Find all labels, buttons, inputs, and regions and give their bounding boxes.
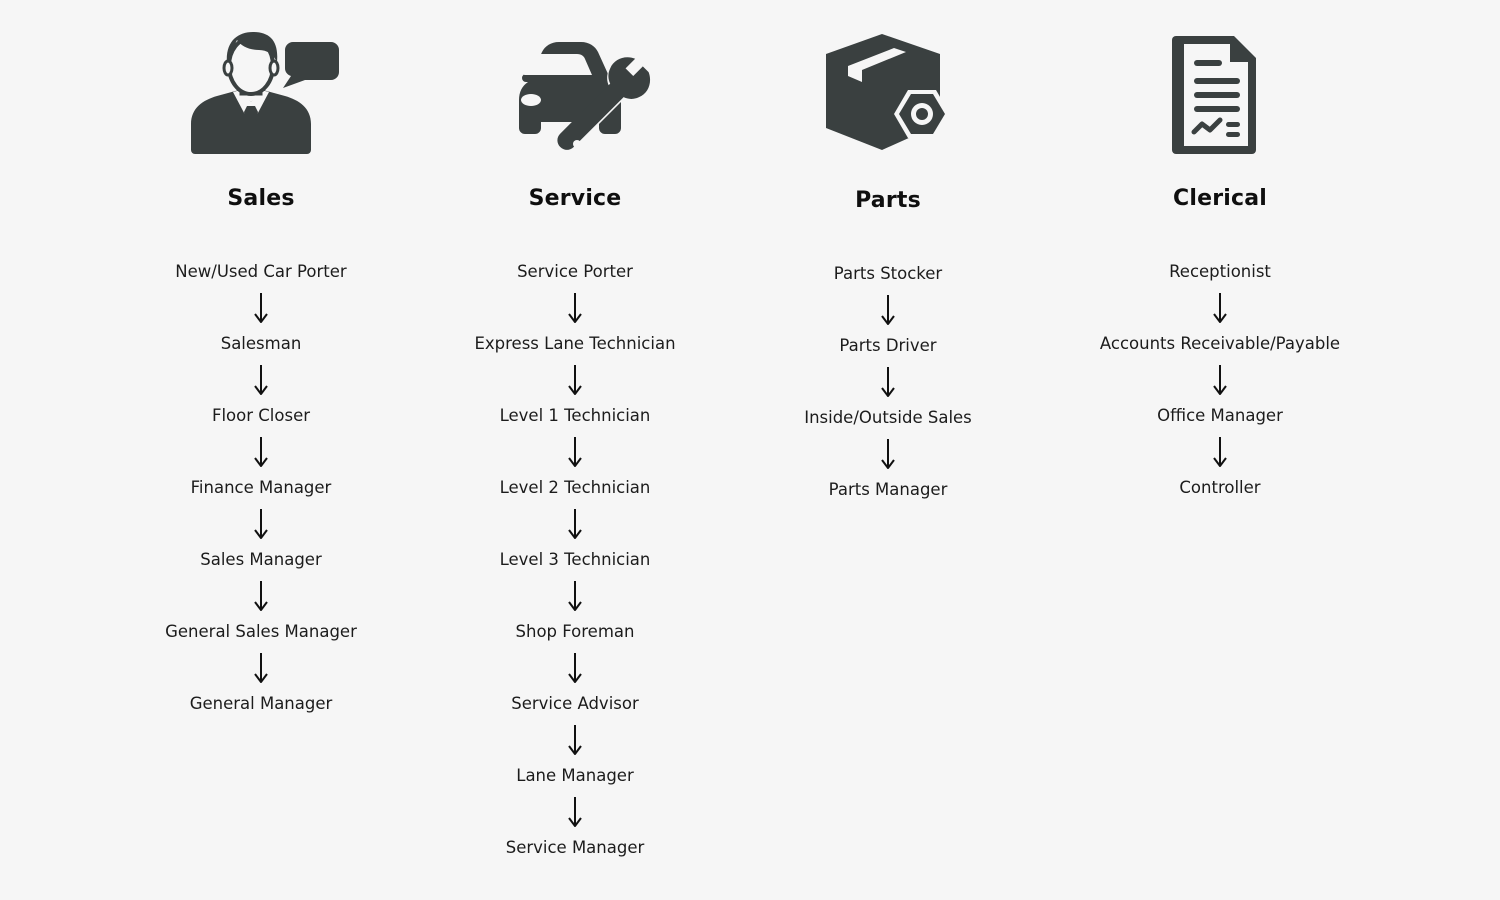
step-item: Level 3 Technician — [499, 550, 651, 569]
step-item: General Sales Manager — [165, 622, 357, 641]
step-item: Receptionist — [1169, 262, 1271, 281]
down-arrow-icon — [738, 286, 1038, 334]
down-arrow-icon — [425, 644, 725, 692]
column-title-parts: Parts — [855, 188, 921, 213]
down-arrow-icon — [425, 356, 725, 404]
down-arrow-icon — [425, 572, 725, 620]
step-item: Parts Stocker — [833, 264, 943, 283]
step-item: General Manager — [189, 694, 333, 713]
column-title-sales: Sales — [227, 186, 295, 211]
down-arrow-icon — [111, 428, 411, 476]
step-item: Floor Closer — [211, 406, 311, 425]
car-wrench-icon — [495, 28, 655, 160]
down-arrow-icon — [425, 788, 725, 836]
step-item: Service Porter — [517, 262, 633, 281]
step-item: Parts Driver — [839, 336, 937, 355]
parts-box-icon — [808, 28, 968, 160]
step-item: Service Advisor — [511, 694, 639, 713]
salesperson-icon — [181, 28, 341, 160]
down-arrow-icon — [1070, 428, 1370, 476]
column-title-service: Service — [528, 186, 622, 211]
down-arrow-icon — [738, 430, 1038, 478]
step-item: Shop Foreman — [515, 622, 635, 641]
step-item: Service Manager — [505, 838, 645, 857]
step-item: Accounts Receivable/Payable — [1099, 334, 1341, 353]
step-item: Finance Manager — [190, 478, 332, 497]
step-item: Inside/Outside Sales — [804, 408, 972, 427]
down-arrow-icon — [111, 572, 411, 620]
down-arrow-icon — [111, 356, 411, 404]
down-arrow-icon — [425, 284, 725, 332]
step-item: Express Lane Technician — [474, 334, 676, 353]
down-arrow-icon — [111, 500, 411, 548]
down-arrow-icon — [1070, 356, 1370, 404]
down-arrow-icon — [425, 716, 725, 764]
step-item: Level 2 Technician — [499, 478, 651, 497]
step-item: Salesman — [220, 334, 302, 353]
step-item: Controller — [1179, 478, 1261, 497]
step-item: Sales Manager — [200, 550, 322, 569]
step-item: Lane Manager — [516, 766, 634, 785]
down-arrow-icon — [738, 358, 1038, 406]
down-arrow-icon — [111, 644, 411, 692]
down-arrow-icon — [425, 500, 725, 548]
step-item: Level 1 Technician — [499, 406, 651, 425]
step-item: Office Manager — [1157, 406, 1283, 425]
document-icon — [1140, 28, 1300, 160]
down-arrow-icon — [111, 284, 411, 332]
down-arrow-icon — [425, 428, 725, 476]
step-item: Parts Manager — [828, 480, 948, 499]
down-arrow-icon — [1070, 284, 1370, 332]
column-title-clerical: Clerical — [1172, 186, 1268, 211]
step-item: New/Used Car Porter — [175, 262, 347, 281]
